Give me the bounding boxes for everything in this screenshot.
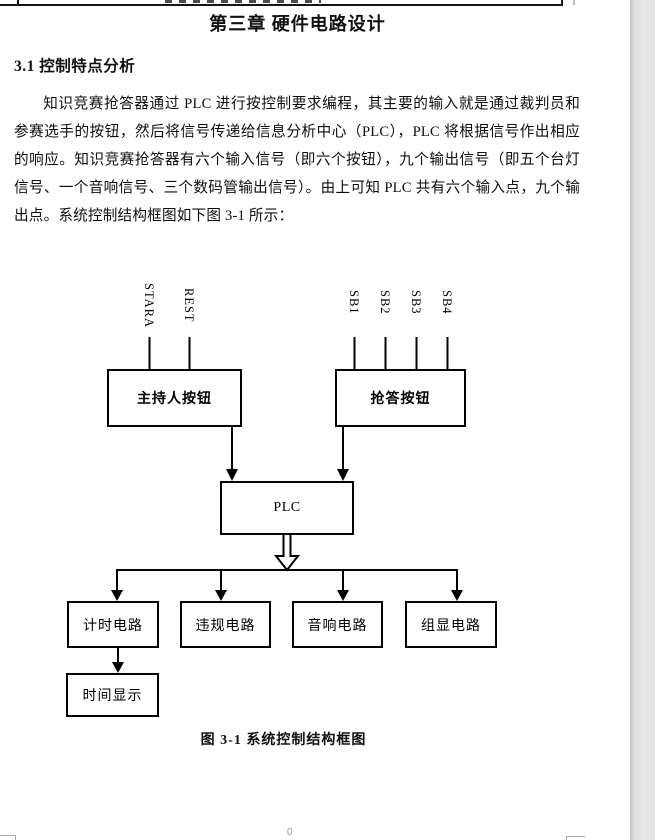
footer-right-boundary-tick (566, 836, 567, 840)
double-arrow-plc-output (273, 535, 301, 572)
page-right-boundary-mark (573, 0, 575, 5)
section-heading: 3.1 控制特点分析 (14, 58, 136, 75)
header-underline (0, 4, 563, 6)
page-edge-gutter (630, 0, 655, 840)
input-label-sb2: SB2 (378, 290, 392, 315)
footer-left-boundary-tick (15, 835, 16, 840)
box-time-display: 时间显示 (66, 673, 159, 717)
figure-3-1-diagram: STARA REST SB1 SB2 SB3 SB4 主持人按钮 抢答按钮 PL… (66, 282, 497, 748)
box-sound-circuit: 音响电路 (292, 601, 383, 648)
input-label-sb4: SB4 (440, 290, 454, 315)
box-timing-circuit: 计时电路 (67, 601, 159, 648)
arrowheads (111, 469, 463, 673)
clipped-header-text (165, 0, 321, 3)
input-label-stara: STARA (142, 282, 156, 328)
input-label-sb1: SB1 (347, 290, 361, 315)
distribution-line (116, 569, 458, 598)
box-group-display-circuit: 组显电路 (405, 601, 497, 648)
header-right-boundary-mark (561, 0, 563, 4)
footer-right-boundary-mark (566, 836, 585, 837)
body-paragraph: 知识竞赛抢答器通过 PLC 进行按控制要求编程，其主要的输入就是通过裁判员和参赛… (14, 96, 580, 224)
document-page: 第三章 硬件电路设计 3.1 控制特点分析 知识竞赛抢答器通过 PLC 进行按控… (0, 0, 630, 840)
input-label-rest: REST (182, 287, 196, 323)
chapter-title: 第三章 硬件电路设计 (209, 14, 386, 34)
box-plc: PLC (220, 481, 354, 535)
box-answer-button: 抢答按钮 (335, 369, 466, 427)
box-host-button: 主持人按钮 (107, 369, 242, 427)
header-left-boundary-mark (17, 0, 19, 4)
footer-page-number: 0 (287, 827, 293, 838)
input-label-sb3: SB3 (409, 290, 423, 315)
figure-caption: 图 3-1 系统控制结构框图 (200, 733, 367, 748)
box-violation-circuit: 违规电路 (180, 601, 271, 648)
diagram-connector-lines (111, 337, 463, 673)
footer-left-boundary-mark (0, 835, 15, 836)
